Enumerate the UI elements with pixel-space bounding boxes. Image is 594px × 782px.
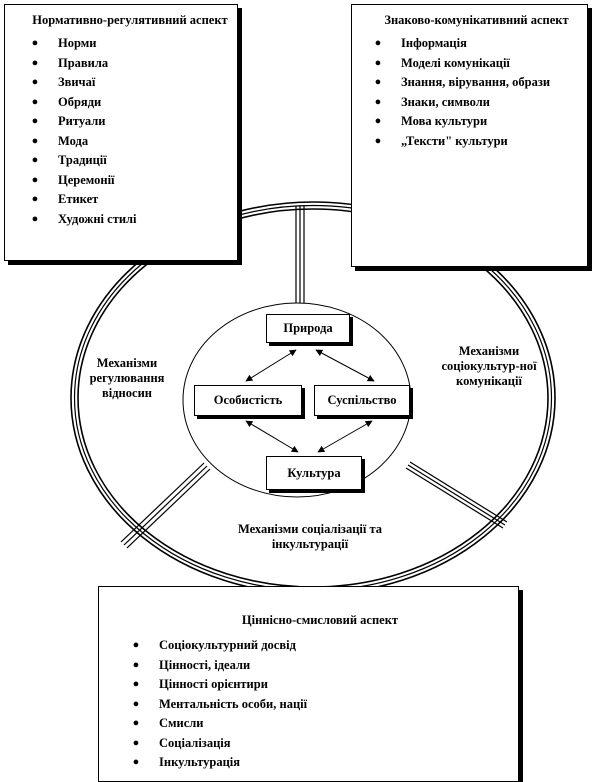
mechanism-socialization-label: Механізми соціалізації та інкультурації (237, 522, 383, 551)
bullet-icon: ● (374, 56, 382, 69)
list-item: ●Інкультурація (130, 753, 508, 773)
list-item: ●Норми (29, 34, 229, 54)
list-item: ●Цінності орієнтири (130, 675, 508, 695)
divider-top (295, 206, 305, 303)
bullet-icon: ● (132, 678, 140, 690)
bullet-icon: ● (31, 76, 39, 88)
bullet-icon: ● (132, 717, 140, 729)
list-item: ●Ритуали (29, 112, 229, 132)
arrow-society-culture (317, 420, 373, 453)
list-item: ●Церемонії (29, 171, 229, 191)
bullet-icon: ● (132, 756, 140, 768)
semiotic-aspect-list: ●Інформація ●Моделі комунікації ●Знання,… (372, 34, 579, 151)
mechanism-communication-label: Механізми соціокультур-ної комунікації (441, 344, 537, 388)
bullet-icon: ● (31, 154, 39, 166)
node-arrows (245, 349, 375, 453)
bullet-icon: ● (374, 37, 382, 49)
list-item: ●Знання, вірування, образи (372, 73, 579, 93)
bullet-icon: ● (374, 95, 382, 108)
list-item: ●Правила (29, 54, 229, 74)
value-aspect-title: Ціннісно-смисловий аспект (241, 613, 399, 627)
bullet-icon: ● (31, 212, 39, 225)
divider-right (405, 461, 508, 529)
bullet-icon: ● (132, 658, 140, 671)
value-aspect-list: ●Соціокультурний досвід ●Цінності, ідеал… (130, 636, 508, 773)
normative-aspect-box: Нормативно-регулятивний аспект ●Норми ●П… (4, 4, 238, 261)
bullet-icon: ● (31, 95, 39, 108)
semiotic-aspect-box: Знаково-комунікативний аспект ●Інформаці… (351, 4, 588, 267)
list-item: ●Традиції (29, 151, 229, 171)
list-item: ●Знаки, символи (372, 93, 579, 113)
bullet-icon: ● (31, 173, 39, 186)
list-item: ●Мода (29, 132, 229, 152)
arrow-nature-personality (245, 349, 297, 382)
bullet-icon: ● (31, 115, 39, 127)
list-item: ●Етикет (29, 190, 229, 210)
mechanism-regulation-label: Механізми регулювання відносин (89, 356, 165, 400)
value-aspect-box: Ціннісно-смисловий аспект ●Соціокультурн… (98, 586, 519, 782)
divider-left (120, 462, 211, 549)
bullet-icon: ● (132, 736, 140, 749)
list-item: ●Соціокультурний досвід (130, 636, 508, 656)
node-society: Суспільство (314, 385, 410, 416)
bullet-icon: ● (31, 134, 39, 147)
list-item: ●Мова культури (372, 112, 579, 132)
list-item: ●Цінності, ідеали (130, 656, 508, 676)
node-culture: Культура (266, 456, 362, 490)
list-item: ●„Тексти" культури (372, 132, 579, 152)
bullet-icon: ● (31, 193, 39, 205)
node-nature: Природа (266, 314, 350, 343)
arrow-personality-culture (245, 420, 299, 453)
semiotic-aspect-title: Знаково-комунікативний аспект (384, 13, 569, 27)
list-item: ●Смисли (130, 714, 508, 734)
bullet-icon: ● (31, 56, 39, 69)
bullet-icon: ● (374, 134, 382, 147)
list-item: ●Художні стилі (29, 210, 229, 230)
bullet-icon: ● (374, 115, 382, 127)
normative-aspect-list: ●Норми ●Правила ●Звичаї ●Обряди ●Ритуали… (29, 34, 229, 229)
list-item: ●Соціалізація (130, 734, 508, 754)
bullet-icon: ● (374, 76, 382, 88)
list-item: ●Обряди (29, 93, 229, 113)
normative-aspect-title: Нормативно-регулятивний аспект (32, 13, 228, 27)
bullet-icon: ● (132, 697, 140, 710)
list-item: ●Ментальність особи, нації (130, 695, 508, 715)
node-personality: Особистість (194, 385, 302, 416)
list-item: ●Звичаї (29, 73, 229, 93)
list-item: ●Інформація (372, 34, 579, 54)
arrow-nature-society (315, 349, 375, 382)
bullet-icon: ● (132, 639, 140, 651)
bullet-icon: ● (31, 37, 39, 49)
list-item: ●Моделі комунікації (372, 54, 579, 74)
